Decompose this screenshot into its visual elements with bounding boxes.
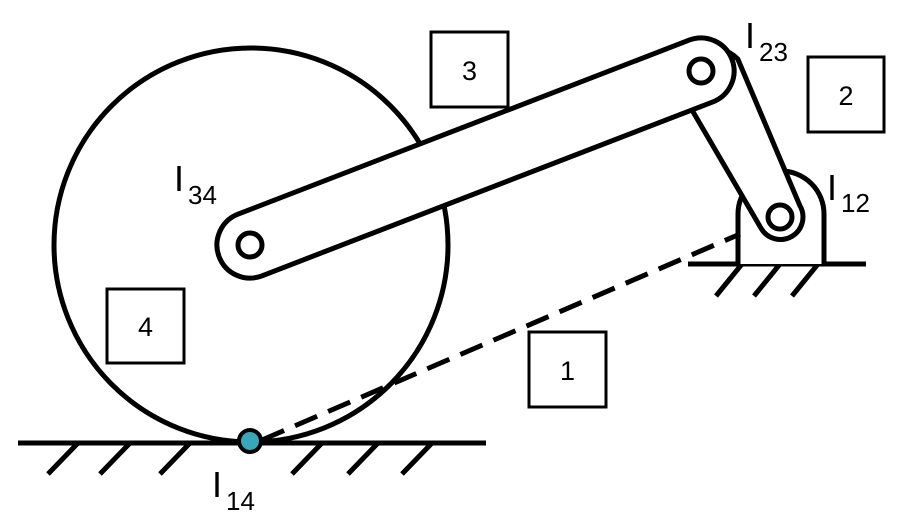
joint-i34 bbox=[235, 230, 265, 260]
instant-center-label-i34: I 34 bbox=[174, 158, 217, 210]
joint-i12 bbox=[765, 202, 795, 232]
i34-letter: I bbox=[174, 158, 184, 199]
i12-letter: I bbox=[827, 167, 837, 208]
ground-hatching-pivot bbox=[714, 262, 820, 298]
i12-subscript: 12 bbox=[841, 188, 870, 218]
i14-letter: I bbox=[212, 464, 222, 505]
instant-center-label-i23: I 23 bbox=[745, 15, 788, 67]
instant-center-label-i14: I 14 bbox=[212, 464, 255, 516]
link-label-1: 1 bbox=[560, 356, 575, 386]
link-label-box-2: 2 bbox=[806, 55, 886, 134]
ground-hatching-bottom bbox=[46, 441, 434, 476]
i23-letter: I bbox=[745, 15, 755, 56]
contact-point-i14 bbox=[237, 428, 263, 454]
link-label-box-3: 3 bbox=[429, 30, 510, 109]
i34-subscript: 34 bbox=[188, 180, 217, 210]
instant-center-label-i12: I 12 bbox=[827, 167, 870, 218]
link-label-3: 3 bbox=[462, 56, 477, 86]
i23-subscript: 23 bbox=[759, 37, 788, 67]
link-label-4: 4 bbox=[138, 312, 153, 342]
i14-subscript: 14 bbox=[226, 486, 255, 516]
link-label-box-1: 1 bbox=[527, 330, 608, 409]
link-label-2: 2 bbox=[838, 81, 853, 111]
joint-i23 bbox=[686, 56, 716, 86]
coupler-link bbox=[214, 35, 737, 281]
link-label-box-4: 4 bbox=[105, 287, 186, 365]
instant-center-dashed-line bbox=[261, 231, 741, 443]
